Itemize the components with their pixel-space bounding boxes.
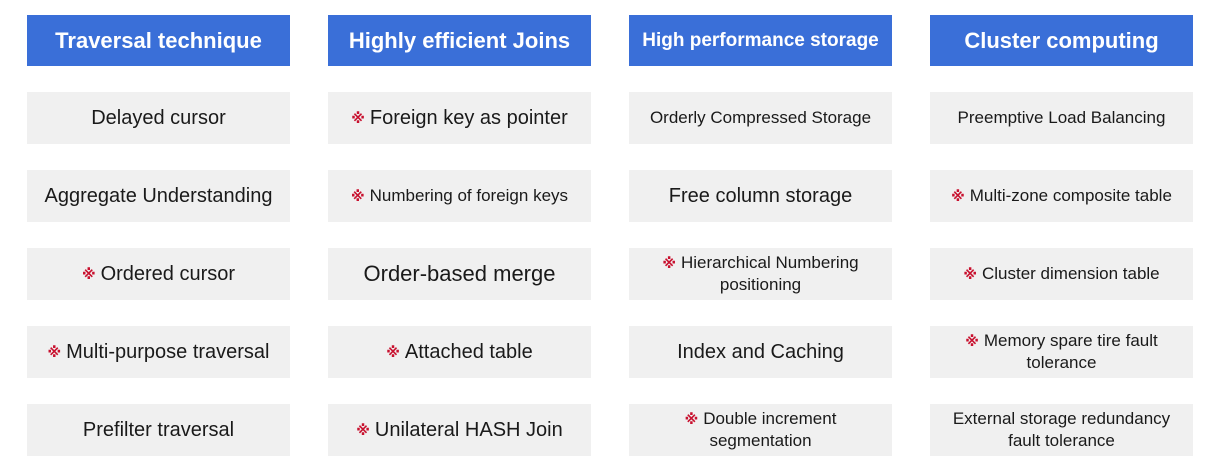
asterism-marker-icon: ※ bbox=[662, 255, 676, 271]
feature-cell: ※Multi-zone composite table bbox=[930, 170, 1193, 222]
asterism-marker-icon: ※ bbox=[351, 110, 365, 126]
asterism-marker-icon: ※ bbox=[684, 411, 699, 427]
feature-label: Free column storage bbox=[668, 185, 853, 207]
feature-label: Cluster dimension table bbox=[981, 264, 1160, 283]
feature-label: Orderly Compressed Storage bbox=[649, 108, 872, 127]
feature-cell: ※Foreign key as pointer bbox=[328, 92, 591, 144]
asterism-marker-icon: ※ bbox=[386, 344, 400, 360]
feature-label: External storage redundancy fault tolera… bbox=[952, 409, 1171, 450]
column-cluster-computing: Cluster computing Preemptive Load Balanc… bbox=[930, 15, 1193, 456]
column-traversal-technique: Traversal technique Delayed cursor Aggre… bbox=[27, 15, 290, 456]
feature-label: Foreign key as pointer bbox=[369, 107, 568, 129]
feature-cell: Free column storage bbox=[629, 170, 892, 222]
feature-label: Multi-zone composite table bbox=[969, 186, 1172, 205]
feature-cell: ※Memory spare tire fault tolerance bbox=[930, 326, 1193, 378]
feature-cell: ※Attached table bbox=[328, 326, 591, 378]
feature-cell: ※Multi-purpose traversal bbox=[27, 326, 290, 378]
feature-cell: Aggregate Understanding bbox=[27, 170, 290, 222]
column-header: High performance storage bbox=[629, 15, 892, 66]
asterism-marker-icon: ※ bbox=[47, 344, 62, 360]
asterism-marker-icon: ※ bbox=[963, 266, 977, 282]
asterism-marker-icon: ※ bbox=[350, 188, 365, 204]
feature-cell: ※Ordered cursor bbox=[27, 248, 290, 300]
feature-cell: Orderly Compressed Storage bbox=[629, 92, 892, 144]
asterism-marker-icon: ※ bbox=[356, 422, 370, 438]
column-high-performance-storage: High performance storage Orderly Compres… bbox=[629, 15, 892, 456]
feature-cell: ※Numbering of foreign keys bbox=[328, 170, 591, 222]
feature-label: Memory spare tire fault tolerance bbox=[983, 331, 1158, 372]
feature-cell: Delayed cursor bbox=[27, 92, 290, 144]
feature-label: Aggregate Understanding bbox=[44, 185, 273, 207]
feature-grid: Traversal technique Delayed cursor Aggre… bbox=[27, 15, 1193, 456]
feature-cell: Prefilter traversal bbox=[27, 404, 290, 456]
feature-label: Hierarchical Numbering positioning bbox=[681, 253, 859, 294]
feature-cell: External storage redundancy fault tolera… bbox=[930, 404, 1193, 456]
asterism-marker-icon: ※ bbox=[951, 188, 965, 204]
feature-label: Order-based merge bbox=[363, 261, 556, 286]
feature-cell: Index and Caching bbox=[629, 326, 892, 378]
feature-label: Double increment segmentation bbox=[703, 409, 837, 450]
column-header: Cluster computing bbox=[930, 15, 1193, 66]
feature-cell: Preemptive Load Balancing bbox=[930, 92, 1193, 144]
column-highly-efficient-joins: Highly efficient Joins ※Foreign key as p… bbox=[328, 15, 591, 456]
feature-label: Attached table bbox=[404, 341, 533, 363]
asterism-marker-icon: ※ bbox=[965, 333, 979, 349]
feature-cell: ※Cluster dimension table bbox=[930, 248, 1193, 300]
feature-label: Preemptive Load Balancing bbox=[957, 108, 1166, 127]
feature-cell: ※Unilateral HASH Join bbox=[328, 404, 591, 456]
feature-cell: Order-based merge bbox=[328, 248, 591, 300]
feature-label: Prefilter traversal bbox=[82, 419, 235, 441]
feature-label: Unilateral HASH Join bbox=[374, 419, 563, 441]
column-header: Highly efficient Joins bbox=[328, 15, 591, 66]
column-header: Traversal technique bbox=[27, 15, 290, 66]
feature-label: Multi-purpose traversal bbox=[66, 341, 270, 363]
feature-label: Ordered cursor bbox=[100, 263, 236, 285]
feature-cell: ※ Hierarchical Numbering positioning bbox=[629, 248, 892, 300]
feature-label: Delayed cursor bbox=[91, 107, 226, 129]
feature-cell: ※Double increment segmentation bbox=[629, 404, 892, 456]
asterism-marker-icon: ※ bbox=[81, 266, 96, 282]
feature-label: Numbering of foreign keys bbox=[369, 186, 569, 205]
feature-label: Index and Caching bbox=[677, 341, 844, 363]
